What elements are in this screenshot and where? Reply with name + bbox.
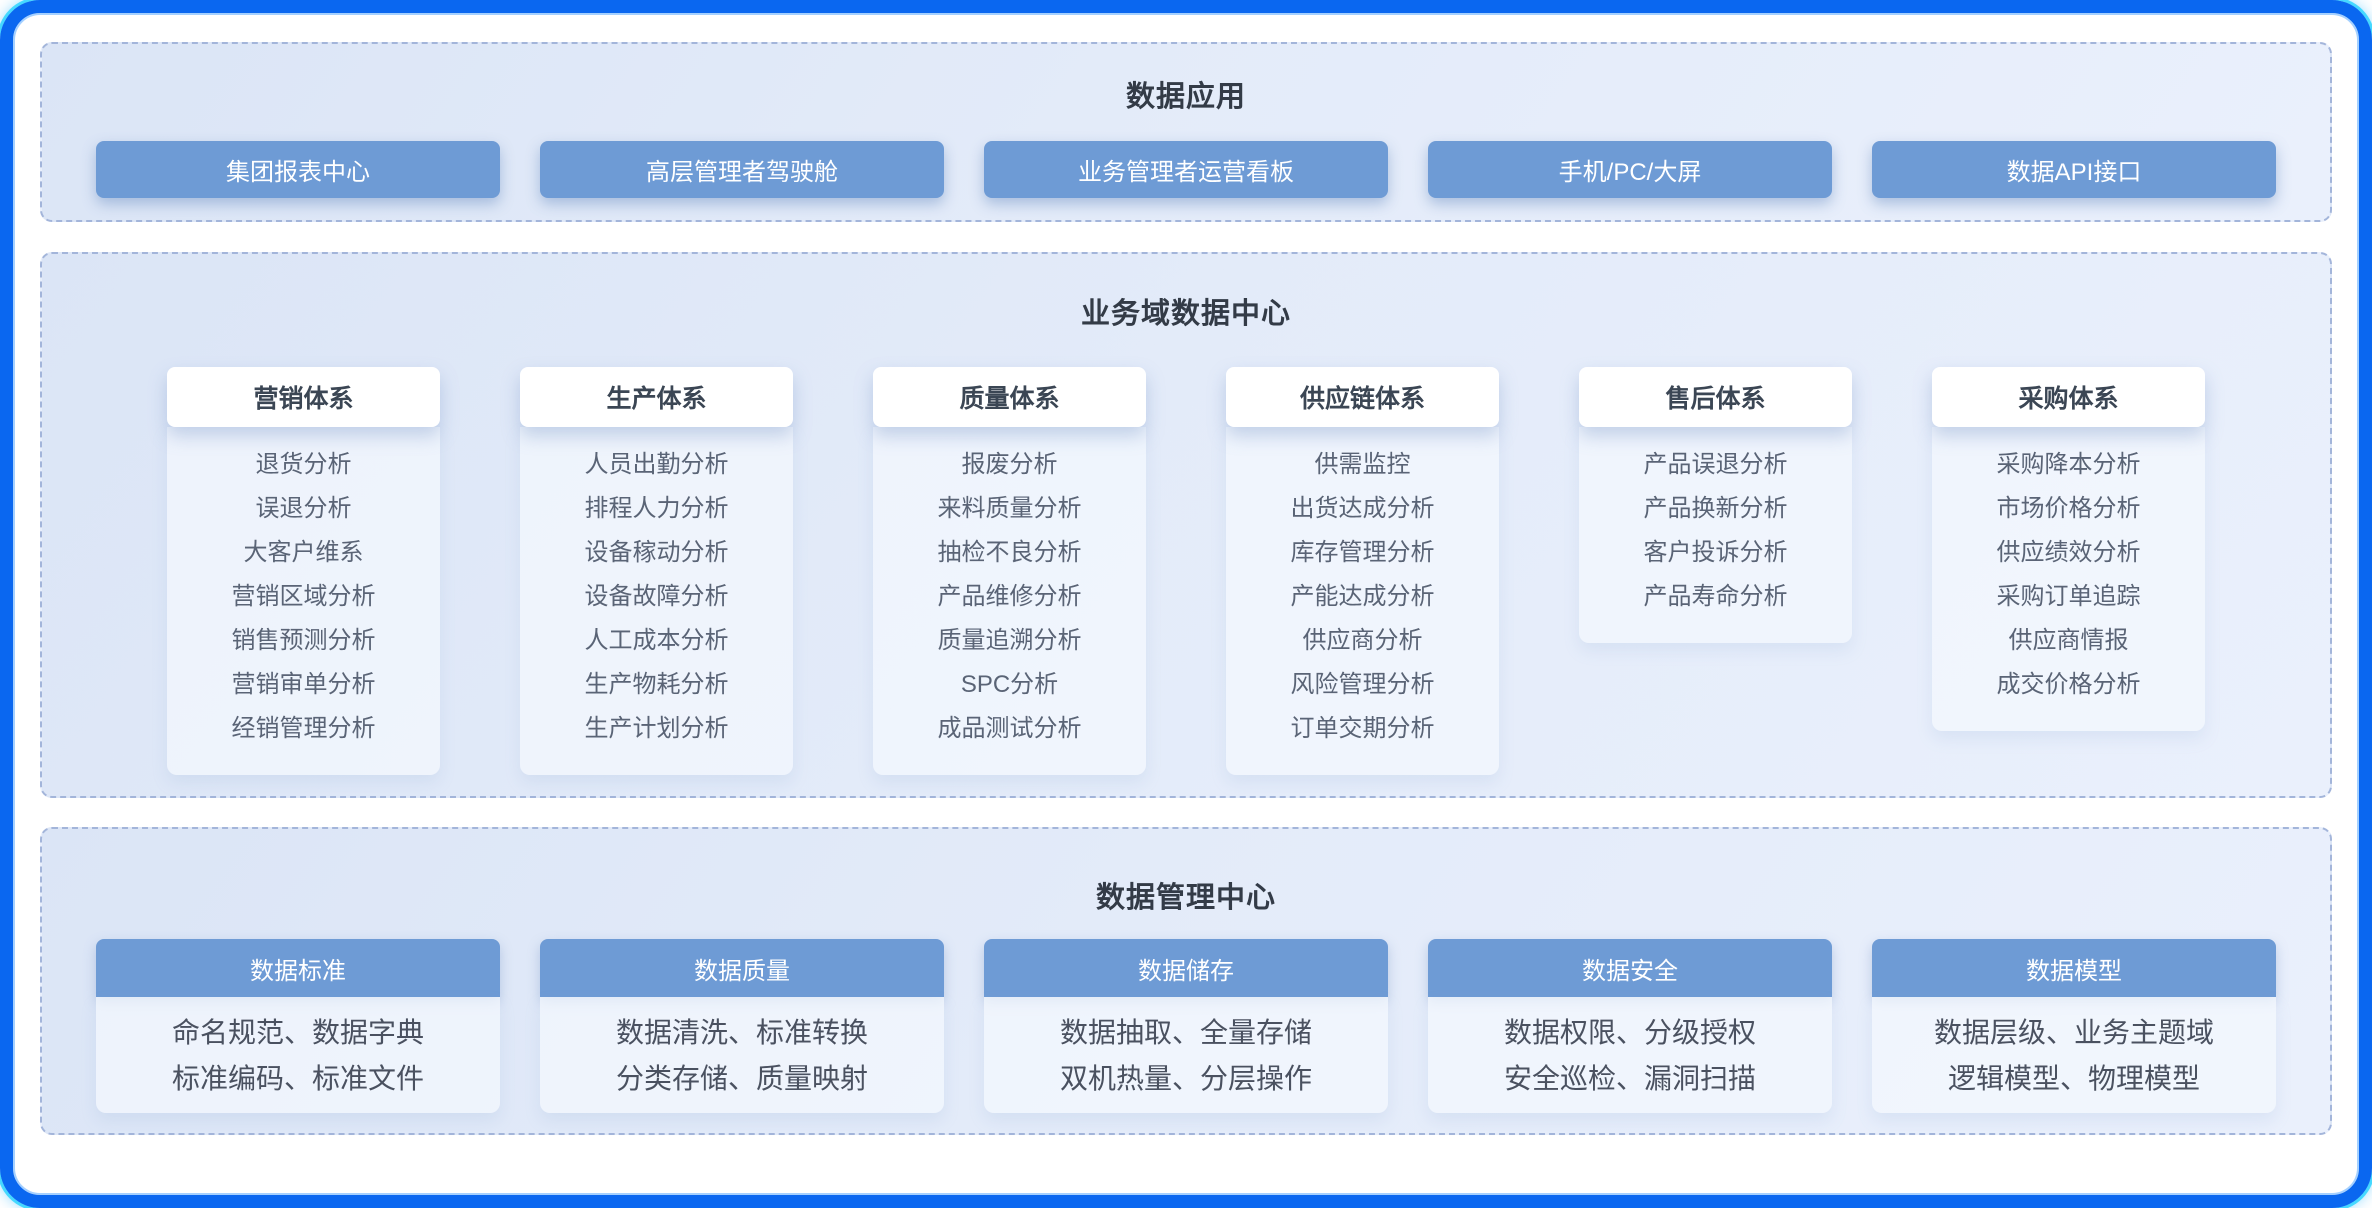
section-business-domain-center: 业务域数据中心 营销体系 退货分析 误退分析 大客户维系 营销区域分析 销售预测… bbox=[40, 252, 2332, 798]
list-item: 营销区域分析 bbox=[231, 583, 376, 610]
business-column-quality: 质量体系 报废分析 来料质量分析 抽检不良分析 产品维修分析 质量追溯分析 SP… bbox=[873, 367, 1146, 775]
list-item: 误退分析 bbox=[255, 495, 352, 522]
list-item: 客户投诉分析 bbox=[1643, 539, 1788, 566]
list-item: 退货分析 bbox=[255, 451, 352, 478]
column-list: 供需监控 出货达成分析 库存管理分析 产能达成分析 供应商分析 风险管理分析 订… bbox=[1226, 427, 1499, 775]
list-item: 采购订单追踪 bbox=[1996, 583, 2141, 610]
card-body: 命名规范、数据字典 标准编码、标准文件 bbox=[96, 997, 500, 1113]
card-header: 数据储存 bbox=[984, 939, 1388, 997]
list-item: 抽检不良分析 bbox=[937, 539, 1082, 566]
column-list: 采购降本分析 市场价格分析 供应绩效分析 采购订单追踪 供应商情报 成交价格分析 bbox=[1932, 427, 2205, 731]
column-header: 生产体系 bbox=[520, 367, 793, 427]
app-button-operations-board[interactable]: 业务管理者运营看板 bbox=[984, 141, 1388, 198]
list-item: 大客户维系 bbox=[243, 539, 364, 566]
card-line: 逻辑模型、物理模型 bbox=[1947, 1063, 2200, 1094]
mgmt-card-data-security: 数据安全 数据权限、分级授权 安全巡检、漏洞扫描 bbox=[1428, 939, 1832, 1113]
management-card-row: 数据标准 命名规范、数据字典 标准编码、标准文件 数据质量 数据清洗、标准转换 … bbox=[42, 939, 2330, 1113]
list-item: 供应商分析 bbox=[1302, 627, 1423, 654]
list-item: 销售预测分析 bbox=[231, 627, 376, 654]
card-header: 数据安全 bbox=[1428, 939, 1832, 997]
list-item: SPC分析 bbox=[960, 671, 1059, 698]
list-item: 生产计划分析 bbox=[584, 715, 729, 742]
card-body: 数据层级、业务主题域 逻辑模型、物理模型 bbox=[1872, 997, 2276, 1113]
list-item: 营销审单分析 bbox=[231, 671, 376, 698]
business-column-procurement: 采购体系 采购降本分析 市场价格分析 供应绩效分析 采购订单追踪 供应商情报 成… bbox=[1932, 367, 2205, 731]
card-header: 数据质量 bbox=[540, 939, 944, 997]
list-item: 人员出勤分析 bbox=[584, 451, 729, 478]
card-header: 数据模型 bbox=[1872, 939, 2276, 997]
list-item: 经销管理分析 bbox=[231, 715, 376, 742]
list-item: 供应绩效分析 bbox=[1996, 539, 2141, 566]
column-list: 退货分析 误退分析 大客户维系 营销区域分析 销售预测分析 营销审单分析 经销管… bbox=[167, 427, 440, 775]
business-column-supply-chain: 供应链体系 供需监控 出货达成分析 库存管理分析 产能达成分析 供应商分析 风险… bbox=[1226, 367, 1499, 775]
card-line: 双机热量、分层操作 bbox=[1059, 1063, 1312, 1094]
card-line: 分类存储、质量映射 bbox=[615, 1063, 868, 1094]
business-column-after-sales: 售后体系 产品误退分析 产品换新分析 客户投诉分析 产品寿命分析 bbox=[1579, 367, 1852, 643]
column-list: 产品误退分析 产品换新分析 客户投诉分析 产品寿命分析 bbox=[1579, 427, 1852, 643]
list-item: 供应商情报 bbox=[2008, 627, 2129, 654]
card-line: 数据权限、分级授权 bbox=[1503, 1017, 1756, 1048]
section-title-data-applications: 数据应用 bbox=[1125, 81, 1246, 113]
card-header: 数据标准 bbox=[96, 939, 500, 997]
list-item: 成品测试分析 bbox=[937, 715, 1082, 742]
list-item: 产品换新分析 bbox=[1643, 495, 1788, 522]
column-list: 报废分析 来料质量分析 抽检不良分析 产品维修分析 质量追溯分析 SPC分析 成… bbox=[873, 427, 1146, 775]
list-item: 出货达成分析 bbox=[1290, 495, 1435, 522]
list-item: 产品误退分析 bbox=[1643, 451, 1788, 478]
business-column-production: 生产体系 人员出勤分析 排程人力分析 设备稼动分析 设备故障分析 人工成本分析 … bbox=[520, 367, 793, 775]
list-item: 订单交期分析 bbox=[1290, 715, 1435, 742]
list-item: 设备稼动分析 bbox=[584, 539, 729, 566]
business-column-row: 营销体系 退货分析 误退分析 大客户维系 营销区域分析 销售预测分析 营销审单分… bbox=[42, 367, 2330, 775]
column-header: 售后体系 bbox=[1579, 367, 1852, 427]
list-item: 排程人力分析 bbox=[584, 495, 729, 522]
list-item: 设备故障分析 bbox=[584, 583, 729, 610]
app-button-report-center[interactable]: 集团报表中心 bbox=[96, 141, 500, 198]
card-line: 标准编码、标准文件 bbox=[171, 1063, 424, 1094]
mgmt-card-data-storage: 数据储存 数据抽取、全量存储 双机热量、分层操作 bbox=[984, 939, 1388, 1113]
card-line: 命名规范、数据字典 bbox=[171, 1017, 424, 1048]
column-header: 营销体系 bbox=[167, 367, 440, 427]
list-item: 产品寿命分析 bbox=[1643, 583, 1788, 610]
section-title-data-management: 数据管理中心 bbox=[1095, 882, 1276, 914]
list-item: 质量追溯分析 bbox=[937, 627, 1082, 654]
column-list: 人员出勤分析 排程人力分析 设备稼动分析 设备故障分析 人工成本分析 生产物耗分… bbox=[520, 427, 793, 775]
card-line: 数据抽取、全量存储 bbox=[1059, 1017, 1312, 1048]
app-button-mobile-pc-screen[interactable]: 手机/PC/大屏 bbox=[1428, 141, 1832, 198]
column-header: 供应链体系 bbox=[1226, 367, 1499, 427]
card-body: 数据权限、分级授权 安全巡检、漏洞扫描 bbox=[1428, 997, 1832, 1113]
list-item: 人工成本分析 bbox=[584, 627, 729, 654]
card-line: 数据层级、业务主题域 bbox=[1933, 1017, 2214, 1048]
business-column-marketing: 营销体系 退货分析 误退分析 大客户维系 营销区域分析 销售预测分析 营销审单分… bbox=[167, 367, 440, 775]
list-item: 来料质量分析 bbox=[937, 495, 1082, 522]
mgmt-card-data-standard: 数据标准 命名规范、数据字典 标准编码、标准文件 bbox=[96, 939, 500, 1113]
apps-button-row: 集团报表中心 高层管理者驾驶舱 业务管理者运营看板 手机/PC/大屏 数据API… bbox=[42, 141, 2330, 198]
app-button-data-api[interactable]: 数据API接口 bbox=[1872, 141, 2276, 198]
list-item: 供需监控 bbox=[1314, 451, 1411, 478]
list-item: 风险管理分析 bbox=[1290, 671, 1435, 698]
column-header: 采购体系 bbox=[1932, 367, 2205, 427]
list-item: 产能达成分析 bbox=[1290, 583, 1435, 610]
list-item: 生产物耗分析 bbox=[584, 671, 729, 698]
app-button-executive-cockpit[interactable]: 高层管理者驾驶舱 bbox=[540, 141, 944, 198]
list-item: 报废分析 bbox=[961, 451, 1058, 478]
card-line: 数据清洗、标准转换 bbox=[615, 1017, 868, 1048]
list-item: 产品维修分析 bbox=[937, 583, 1082, 610]
section-title-business-domain: 业务域数据中心 bbox=[1080, 298, 1291, 330]
list-item: 库存管理分析 bbox=[1290, 539, 1435, 566]
list-item: 采购降本分析 bbox=[1996, 451, 2141, 478]
section-data-management-center: 数据管理中心 数据标准 命名规范、数据字典 标准编码、标准文件 数据质量 数据清… bbox=[40, 827, 2332, 1135]
card-body: 数据抽取、全量存储 双机热量、分层操作 bbox=[984, 997, 1388, 1113]
list-item: 成交价格分析 bbox=[1996, 671, 2141, 698]
column-header: 质量体系 bbox=[873, 367, 1146, 427]
mgmt-card-data-model: 数据模型 数据层级、业务主题域 逻辑模型、物理模型 bbox=[1872, 939, 2276, 1113]
list-item: 市场价格分析 bbox=[1996, 495, 2141, 522]
card-line: 安全巡检、漏洞扫描 bbox=[1503, 1063, 1756, 1094]
section-data-applications: 数据应用 集团报表中心 高层管理者驾驶舱 业务管理者运营看板 手机/PC/大屏 … bbox=[40, 42, 2332, 222]
mgmt-card-data-quality: 数据质量 数据清洗、标准转换 分类存储、质量映射 bbox=[540, 939, 944, 1113]
card-body: 数据清洗、标准转换 分类存储、质量映射 bbox=[540, 997, 944, 1113]
